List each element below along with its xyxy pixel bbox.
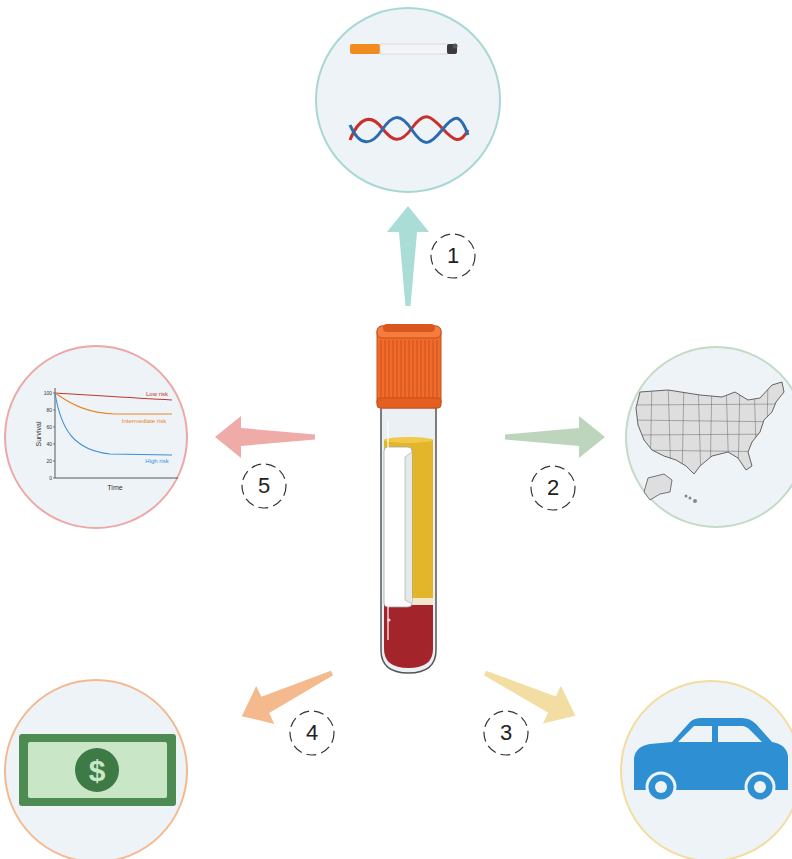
arrow — [215, 416, 315, 458]
callout-number: 3 — [500, 722, 512, 744]
cost-circle — [5, 680, 187, 859]
risk-factor-circle — [316, 8, 500, 192]
us-map — [630, 380, 790, 503]
callout-number: 5 — [258, 475, 270, 497]
callout-ring — [242, 464, 286, 508]
transport-circle — [621, 681, 792, 859]
dna-icon — [350, 117, 468, 143]
axis-tick: 20 — [46, 459, 52, 464]
curve-label: High risk — [145, 458, 168, 464]
banknote-icon — [19, 734, 176, 806]
callout-number: 1 — [447, 245, 459, 267]
callout-ring — [484, 711, 528, 755]
callout-ring — [531, 466, 575, 510]
arrow — [505, 416, 605, 458]
axis-tick: 40 — [46, 442, 52, 447]
axis-tick: 60 — [46, 425, 52, 430]
currency-symbol: $ — [89, 756, 106, 786]
cigarette-icon — [350, 44, 458, 55]
survival-chart — [53, 388, 178, 478]
curve-label: Intermediate risk — [122, 418, 166, 424]
axis-tick: 100 — [44, 391, 52, 396]
axis-title: Time — [107, 484, 122, 491]
axis-tick: 0 — [49, 476, 52, 481]
car-icon — [634, 718, 788, 801]
blood-tube — [377, 324, 441, 673]
arrow — [387, 206, 429, 306]
axis-title: Survival — [35, 422, 42, 447]
arrow — [233, 654, 341, 735]
arrow — [476, 654, 584, 735]
callout-number: 2 — [547, 477, 559, 499]
geography-circle — [626, 347, 792, 527]
callout-number: 4 — [306, 722, 318, 744]
prognosis-circle — [5, 346, 187, 528]
callout-ring — [431, 234, 475, 278]
callout-ring — [290, 711, 334, 755]
axis-tick: 80 — [46, 408, 52, 413]
curve-label: Low risk — [146, 391, 168, 397]
